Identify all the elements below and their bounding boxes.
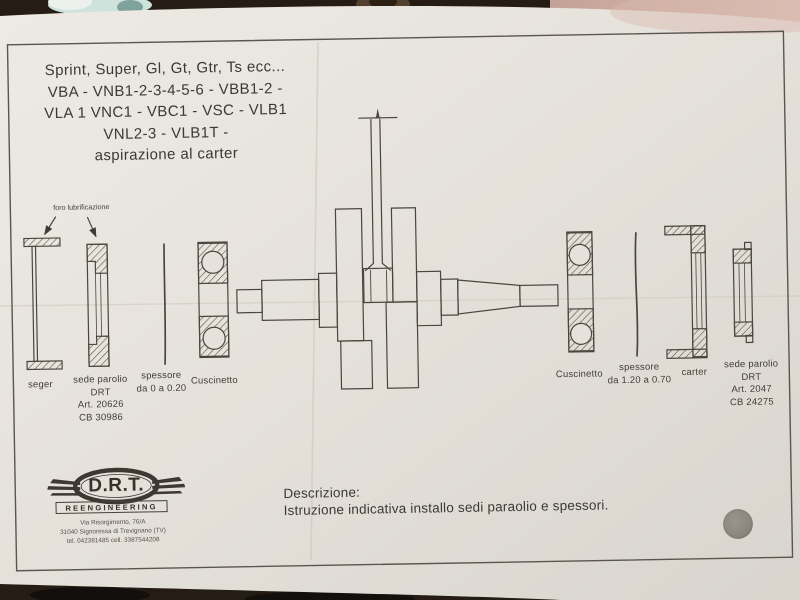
logo-emblem bbox=[47, 467, 186, 505]
carter-drawing bbox=[664, 225, 708, 359]
technical-drawing bbox=[23, 108, 754, 390]
bearing-right-drawing bbox=[566, 231, 595, 353]
paper-sheet bbox=[0, 5, 800, 600]
seal-seat-left-drawing bbox=[86, 243, 110, 368]
leader-arrow-left bbox=[44, 216, 57, 236]
seger-drawing bbox=[23, 237, 63, 371]
printed-border bbox=[6, 30, 794, 572]
logo-wings bbox=[47, 476, 186, 496]
paper-crease-horizontal bbox=[0, 295, 800, 307]
shim-left-drawing bbox=[163, 243, 167, 365]
hole-punch bbox=[723, 509, 753, 539]
shim-right-drawing bbox=[634, 232, 639, 357]
seal-seat-right-drawing bbox=[732, 241, 754, 344]
paper-warm-reflection bbox=[610, 0, 800, 34]
paper-crease-vertical bbox=[310, 41, 319, 561]
bearing-left-drawing bbox=[197, 241, 230, 359]
leader-arrow-right bbox=[86, 216, 97, 238]
crankshaft-drawing bbox=[236, 108, 559, 390]
